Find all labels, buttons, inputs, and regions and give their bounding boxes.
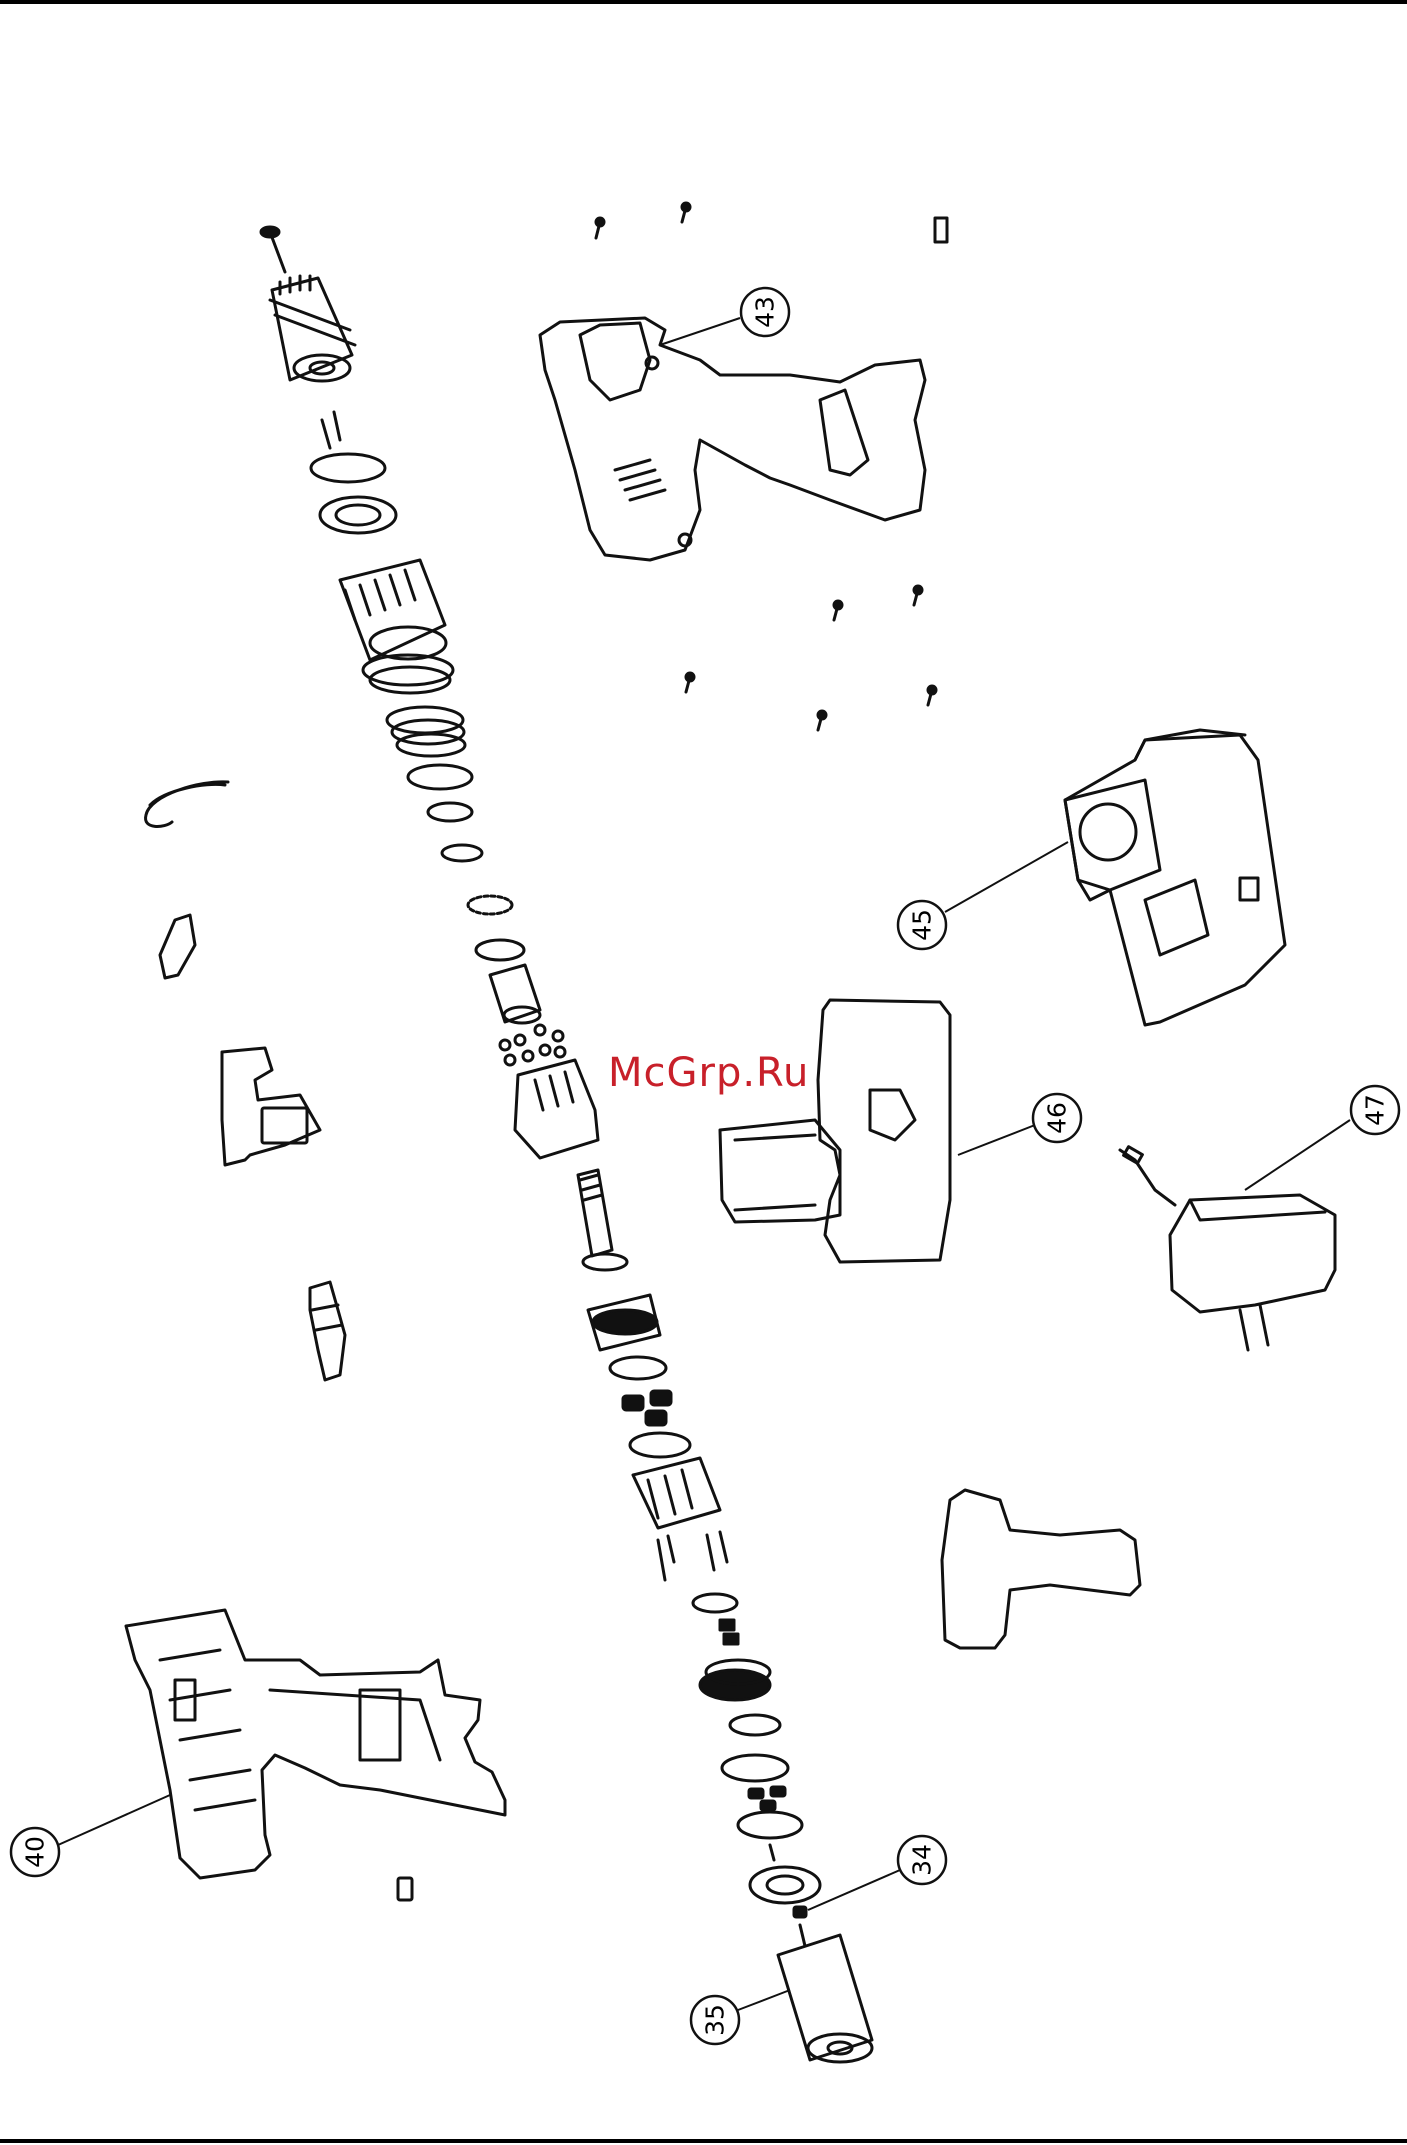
clutch-ring [320,497,396,533]
torque-adjustment-collar [340,560,446,660]
left-parts [146,782,345,1380]
second-stage-gear [700,1660,770,1700]
motor-plate [738,1812,802,1838]
left-housing-half [126,1610,505,1878]
spindle [578,1170,627,1270]
callout-45-label: 45 [908,909,937,941]
callout-40: 40 [11,1795,170,1876]
chuck-retaining-screws [322,412,340,448]
battery-pack [720,1000,950,1262]
steel-balls [500,1025,565,1065]
electric-motor [778,1925,872,2062]
motor-shaft-screw [770,1845,774,1860]
planet-gears [622,1390,672,1426]
watermark-text: McGrp.Ru [608,1050,809,1096]
callout-46: 46 [958,1094,1081,1155]
gear-housing [515,1060,598,1158]
housing-screws-top [596,203,947,242]
callout-43-label: 43 [751,296,780,328]
callout-34: 34 [808,1836,946,1910]
ring-2 [722,1755,788,1781]
pinion-gear [793,1906,807,1918]
callout-47: 47 [1245,1086,1399,1190]
motor-mount-ring [750,1867,820,1903]
housing-screws-mid [686,586,936,730]
forward-reverse-lever [160,915,195,978]
belt-clip [146,782,228,827]
bushing [490,965,540,1023]
battery-cover [942,1490,1140,1648]
callout-47-label: 47 [1361,1094,1390,1126]
washer-1 [311,454,385,482]
callout-34-label: 34 [908,1844,937,1876]
callout-40-label: 40 [21,1836,50,1868]
callout-35: 35 [691,1990,790,2044]
power-adapter [1120,1147,1335,1350]
right-housing-half [540,318,925,560]
gearbox-screws [658,1532,727,1580]
carrier-plate [730,1715,780,1735]
ring-gear [633,1458,720,1528]
housing-clip [398,1878,412,1900]
chuck-screw [261,227,285,272]
callout-43: 43 [660,288,789,345]
small-planet-gears [748,1786,786,1811]
terminal-block [310,1282,345,1380]
callout-45: 45 [898,842,1068,949]
callout-46-label: 46 [1043,1102,1072,1134]
sun-gear-disc [610,1357,666,1379]
callout-35-label: 35 [701,2004,730,2036]
spring-and-ring-stack [363,655,524,960]
drill-chuck [270,276,355,381]
planet-carrier [588,1295,660,1350]
second-stage-carrier [693,1594,738,1644]
switch-module [222,1048,320,1165]
thrust-washer [630,1433,690,1457]
charging-base [1065,730,1285,1025]
